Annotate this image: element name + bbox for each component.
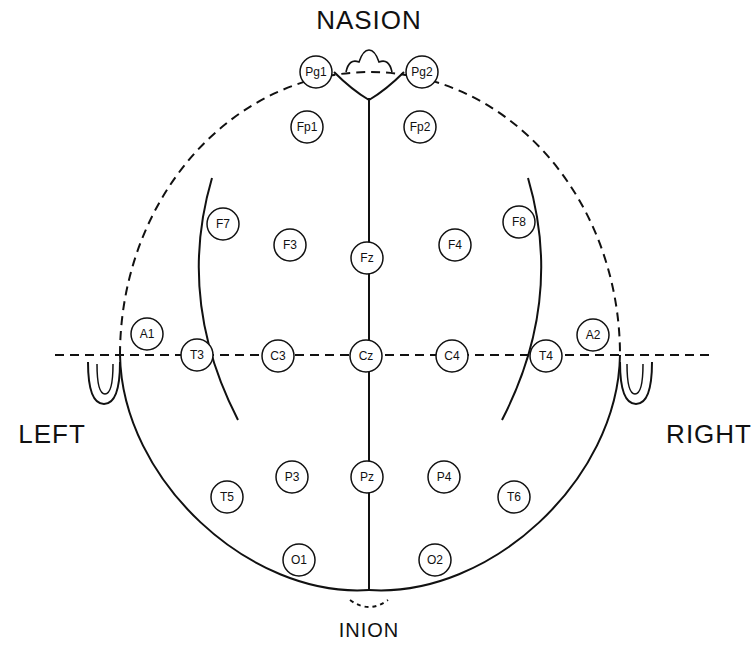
- electrode-circle: F7: [206, 207, 240, 241]
- nose-top: [346, 50, 392, 72]
- electrode-circle: Pz: [350, 460, 384, 494]
- electrode-circle: Pg2: [405, 55, 439, 89]
- electrode-circle: T6: [497, 480, 531, 514]
- inion-arc: [350, 600, 388, 607]
- left-ear-inner: [97, 364, 113, 394]
- electrode-label: Fp2: [410, 121, 431, 133]
- electrode-circle: A1: [130, 317, 164, 351]
- electrode-label: T6: [507, 491, 521, 503]
- electrode-label: F3: [283, 239, 297, 251]
- nose: [334, 72, 404, 100]
- temporal-arc-left: [199, 178, 238, 420]
- electrode-label: Cz: [359, 350, 374, 362]
- electrode-circle: F8: [502, 205, 536, 239]
- electrode-circle: O1: [282, 543, 316, 577]
- electrode-label: P4: [437, 471, 452, 483]
- right-ear-inner: [627, 364, 643, 394]
- electrode-circle: Fz: [350, 241, 384, 275]
- left-ear: [88, 362, 120, 404]
- electrode-label: T5: [220, 491, 234, 503]
- electrode-circle: P3: [275, 460, 309, 494]
- electrode-label: T3: [190, 349, 204, 361]
- electrode-circle: Fp2: [403, 110, 437, 144]
- electrode-circle: F3: [273, 228, 307, 262]
- electrode-label: F4: [448, 239, 462, 251]
- electrode-label: T4: [539, 350, 553, 362]
- electrode-label: C4: [444, 350, 459, 362]
- electrode-label: P3: [285, 471, 300, 483]
- electrode-label: A1: [140, 328, 155, 340]
- electrode-label: Pg1: [305, 66, 326, 78]
- electrode-label: F7: [216, 218, 230, 230]
- electrode-circle: O2: [418, 543, 452, 577]
- electrode-label: O1: [291, 554, 307, 566]
- electrode-circle: Fp1: [290, 110, 324, 144]
- coronal-line: [55, 354, 712, 356]
- electrode-circle: P4: [427, 460, 461, 494]
- right-ear: [620, 362, 652, 404]
- electrode-circle: T3: [180, 338, 214, 372]
- electrode-circle: F4: [438, 228, 472, 262]
- electrode-circle: T5: [210, 480, 244, 514]
- electrode-circle: Pg1: [299, 55, 333, 89]
- electrode-label: F8: [512, 216, 526, 228]
- electrode-circle: Cz: [349, 339, 383, 373]
- orientation-label: RIGHT: [666, 421, 752, 447]
- electrode-label: A2: [586, 329, 601, 341]
- electrode-circle: T4: [529, 339, 563, 373]
- electrode-label: Fz: [360, 252, 373, 264]
- head-left-curve: [120, 355, 369, 590]
- electrode-circle: A2: [576, 318, 610, 352]
- orientation-label: INION: [339, 620, 400, 640]
- electrode-circle: C4: [435, 339, 469, 373]
- head-right-curve: [369, 355, 620, 590]
- orientation-label: NASION: [316, 7, 422, 33]
- electrode-label: Pg2: [411, 66, 432, 78]
- orientation-label: LEFT: [18, 421, 86, 447]
- electrode-label: Pz: [360, 471, 374, 483]
- electrode-circle: C3: [261, 339, 295, 373]
- electrode-label: O2: [427, 554, 443, 566]
- temporal-arc-right: [502, 178, 541, 420]
- electrode-label: Fp1: [297, 121, 318, 133]
- electrode-label: C3: [270, 350, 285, 362]
